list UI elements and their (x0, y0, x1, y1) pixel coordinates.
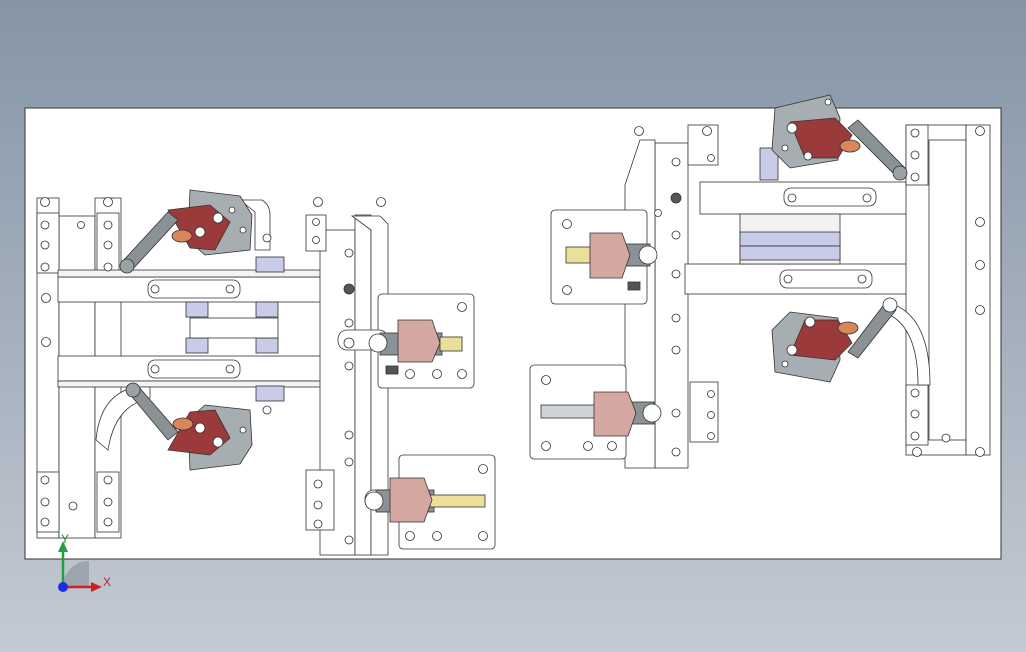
guide-block-4 (255, 337, 279, 354)
r-left-post (654, 142, 689, 469)
rail-lower-inner (57, 380, 329, 388)
r-curve-brace (889, 304, 931, 386)
right-toggle-clamp-upper (771, 94, 908, 181)
axis-x-label: X (103, 575, 112, 589)
r-top-block (759, 147, 779, 181)
left-toggle-clamp-lower (125, 382, 253, 471)
rail-upper-inner (57, 269, 329, 278)
right-push-clamp-lower (540, 391, 662, 437)
rail-tab-1 (147, 279, 241, 299)
guide-block-3 (185, 337, 209, 354)
right-toggle-clamp-lower (771, 297, 898, 383)
left-holes (40, 197, 488, 545)
guide-block-6 (255, 385, 285, 402)
r-guide-2 (739, 245, 841, 261)
left-push-clamp-upper (368, 319, 463, 375)
guide-block-5 (255, 256, 285, 273)
guide-block-1 (185, 301, 209, 318)
r-right-edge (965, 124, 991, 456)
right-holes (541, 126, 985, 457)
axis-triad-graphic (58, 541, 102, 592)
hinge-flange (305, 214, 327, 252)
left-fixture (36, 197, 496, 556)
r-left-flange-2 (689, 381, 719, 443)
upper-brace (238, 199, 271, 251)
guide-block-2 (255, 301, 279, 318)
left-toggle-clamp-upper (119, 189, 253, 274)
base-plate (24, 107, 1002, 560)
axis-y-label: Y (61, 532, 70, 546)
axis-triad[interactable]: X Y (50, 532, 130, 605)
right-push-clamp-upper (565, 232, 658, 291)
lower-brace (95, 386, 151, 451)
r-tab-1 (783, 187, 877, 207)
r-guide-1 (739, 231, 841, 247)
guide-link (189, 317, 279, 339)
left-push-clamp-lower (364, 477, 486, 523)
r-tab-2 (779, 269, 873, 289)
r-right-post-b (928, 139, 967, 441)
hinge-flange-2 (305, 469, 335, 531)
rail-tab-2 (147, 359, 241, 379)
